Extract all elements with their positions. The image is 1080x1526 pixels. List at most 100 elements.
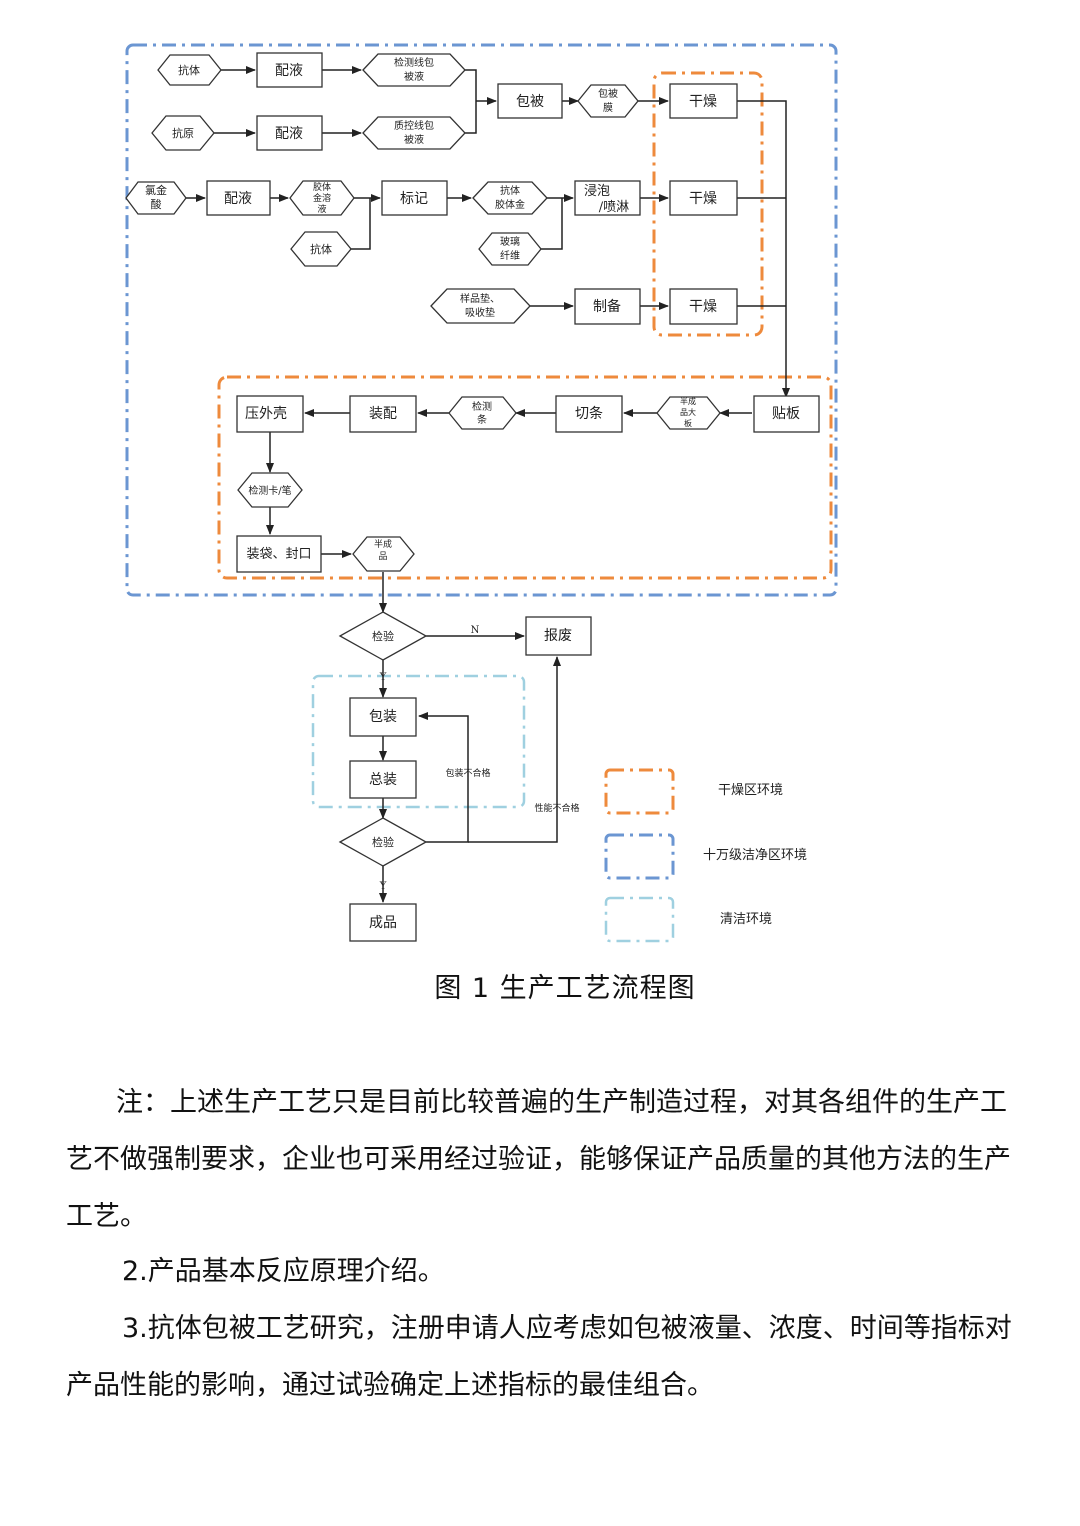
legend-clean100k-label: 十万级洁净区环境 [703, 848, 807, 863]
ypd-hexagon [430, 288, 531, 324]
zhibei-label: 制备 [593, 298, 621, 315]
peiye-box-2 [256, 115, 323, 151]
section-3-paragraph: 3.抗体包被工艺研究，注册申请人应考虑如包被液量、浓度、时间等指标对产品性能的影… [66, 1313, 1012, 1401]
jinpao-label-line1: 浸泡 [584, 184, 610, 199]
figure-caption: 图 1 生产工艺流程图 [434, 973, 696, 1004]
ktj-label-line2: 胶体金 [495, 198, 525, 211]
zhuangpei-box [349, 395, 417, 433]
peiye-label-3: 配液 [224, 191, 252, 207]
no-label: N [471, 625, 480, 636]
baozhuang-box [349, 697, 417, 737]
yawaike-box [236, 395, 304, 433]
jct-label-line2: 条 [477, 413, 487, 426]
baozhuang-label: 包装 [369, 709, 397, 725]
bbm-label-line1: 包被 [598, 87, 618, 100]
jck-label: 检测卡/笔 [248, 484, 291, 497]
baobei-box [497, 83, 563, 119]
blxw-hexagon [478, 232, 542, 266]
xnbhg-label: 性能不合格 [534, 802, 579, 814]
blxw-label-line1: 玻璃 [500, 235, 520, 248]
tieban-label: 贴板 [772, 406, 800, 422]
baobei-label: 包被 [516, 94, 544, 110]
zhuangdai-box [236, 535, 322, 573]
qietiao-box [555, 395, 623, 433]
chengpin-box [349, 903, 417, 942]
jcx-label-line1: 检测线包 [394, 56, 434, 69]
production-flowchart: 抗体 配液 检测线包 被液 抗原 配液 质控线包 被液 包被 包被 膜 干燥 氯… [125, 43, 838, 943]
ljs-label-line2: 酸 [151, 197, 162, 211]
bcpdb-label-line1: 半成 [680, 396, 696, 406]
connectors [186, 66, 790, 903]
ganzao-box-2 [669, 180, 738, 216]
peiye-box-3 [206, 180, 271, 216]
yes-label-2: Y [379, 881, 387, 892]
kangti-label-2: 抗体 [310, 242, 332, 256]
note-paragraph: 注：上述生产工艺只是目前比较普遍的生产制造过程，对其各组件的生产工艺不做强制要求… [66, 1087, 1011, 1232]
kangyuan-hexagon [151, 115, 215, 151]
clean100k-zone-border [125, 43, 838, 597]
bbm-label-line2: 膜 [603, 102, 613, 114]
jtj-label-line1: 胶体 [313, 181, 331, 193]
clean-zone-border [311, 674, 526, 809]
ganzao-label-2: 干燥 [689, 191, 717, 207]
zkx-hexagon [362, 116, 466, 150]
peiye-box-1 [256, 52, 323, 88]
ganzao-label-1: 干燥 [689, 94, 717, 110]
baofei-label: 报废 [544, 628, 572, 644]
peiye-label-2: 配液 [275, 126, 303, 142]
jcx-hexagon [362, 53, 466, 87]
jianyan-label-2: 检验 [372, 835, 394, 849]
ljs-label-line1: 氯金 [145, 183, 167, 197]
kangti-hexagon-2 [290, 231, 352, 267]
bbm-hexagon [577, 84, 639, 118]
ganzao-box-3 [669, 288, 738, 325]
jinpao-box [574, 180, 641, 216]
jianyan-label-1: 检验 [372, 629, 394, 643]
zhibei-box [574, 288, 641, 325]
ktj-label-line1: 抗体 [500, 184, 520, 197]
kangti-hexagon [157, 54, 222, 86]
zkx-label-line2: 被液 [404, 133, 424, 146]
biaoji-label: 标记 [400, 191, 428, 207]
jck-hexagon [237, 472, 303, 508]
kangyuan-label: 抗原 [172, 126, 194, 140]
bcpdb-label-line3: 板 [684, 418, 692, 428]
jcx-label-line2: 被液 [404, 70, 424, 83]
ktj-hexagon [472, 181, 548, 215]
jct-hexagon [448, 396, 517, 430]
jianyan-diamond-2 [338, 817, 428, 867]
zongzhuang-box [349, 760, 417, 799]
bcpdb-hexagon [656, 396, 721, 430]
blxw-label-line2: 纤维 [500, 249, 520, 262]
ganzao-box-1 [669, 83, 738, 119]
legend-dry-label: 干燥区环境 [718, 783, 783, 798]
jct-label-line1: 检测 [472, 400, 492, 413]
zongzhuang-label: 总装 [369, 772, 397, 788]
bcp-label-line1: 半成 [374, 538, 392, 550]
dry-zone-border-top [652, 71, 764, 337]
legend-clean-label: 清洁环境 [720, 912, 772, 927]
qietiao-label: 切条 [575, 405, 603, 422]
jtj-label-line3: 液 [317, 203, 326, 215]
zhuangdai-label: 装袋、封口 [246, 547, 311, 562]
tieban-box [753, 395, 820, 433]
biaoji-box [381, 180, 448, 216]
ypd-label-line2: 吸收垫 [465, 306, 495, 319]
bzbhg-label: 包装不合格 [445, 767, 490, 779]
zhuangpei-label: 装配 [369, 406, 397, 422]
bcp-hexagon [352, 536, 415, 572]
jtj-label-line2: 金溶 [313, 192, 331, 204]
bcpdb-label-line2: 品大 [680, 407, 696, 417]
ljs-hexagon [125, 181, 187, 215]
chengpin-label: 成品 [369, 915, 397, 931]
legend-clean100k-swatch [604, 833, 675, 880]
bcp-label-line2: 品 [378, 551, 387, 562]
jinpao-label-line2: /喷淋 [599, 200, 629, 215]
ypd-label-line1: 样品垫、 [460, 292, 500, 305]
legend-clean-swatch [604, 896, 675, 943]
section-2-paragraph: 2.产品基本反应原理介绍。 [122, 1256, 445, 1287]
baofei-box [525, 616, 592, 656]
jtj-hexagon [289, 180, 355, 216]
legend-dry-swatch [604, 768, 675, 815]
ganzao-label-3: 干燥 [689, 299, 717, 315]
